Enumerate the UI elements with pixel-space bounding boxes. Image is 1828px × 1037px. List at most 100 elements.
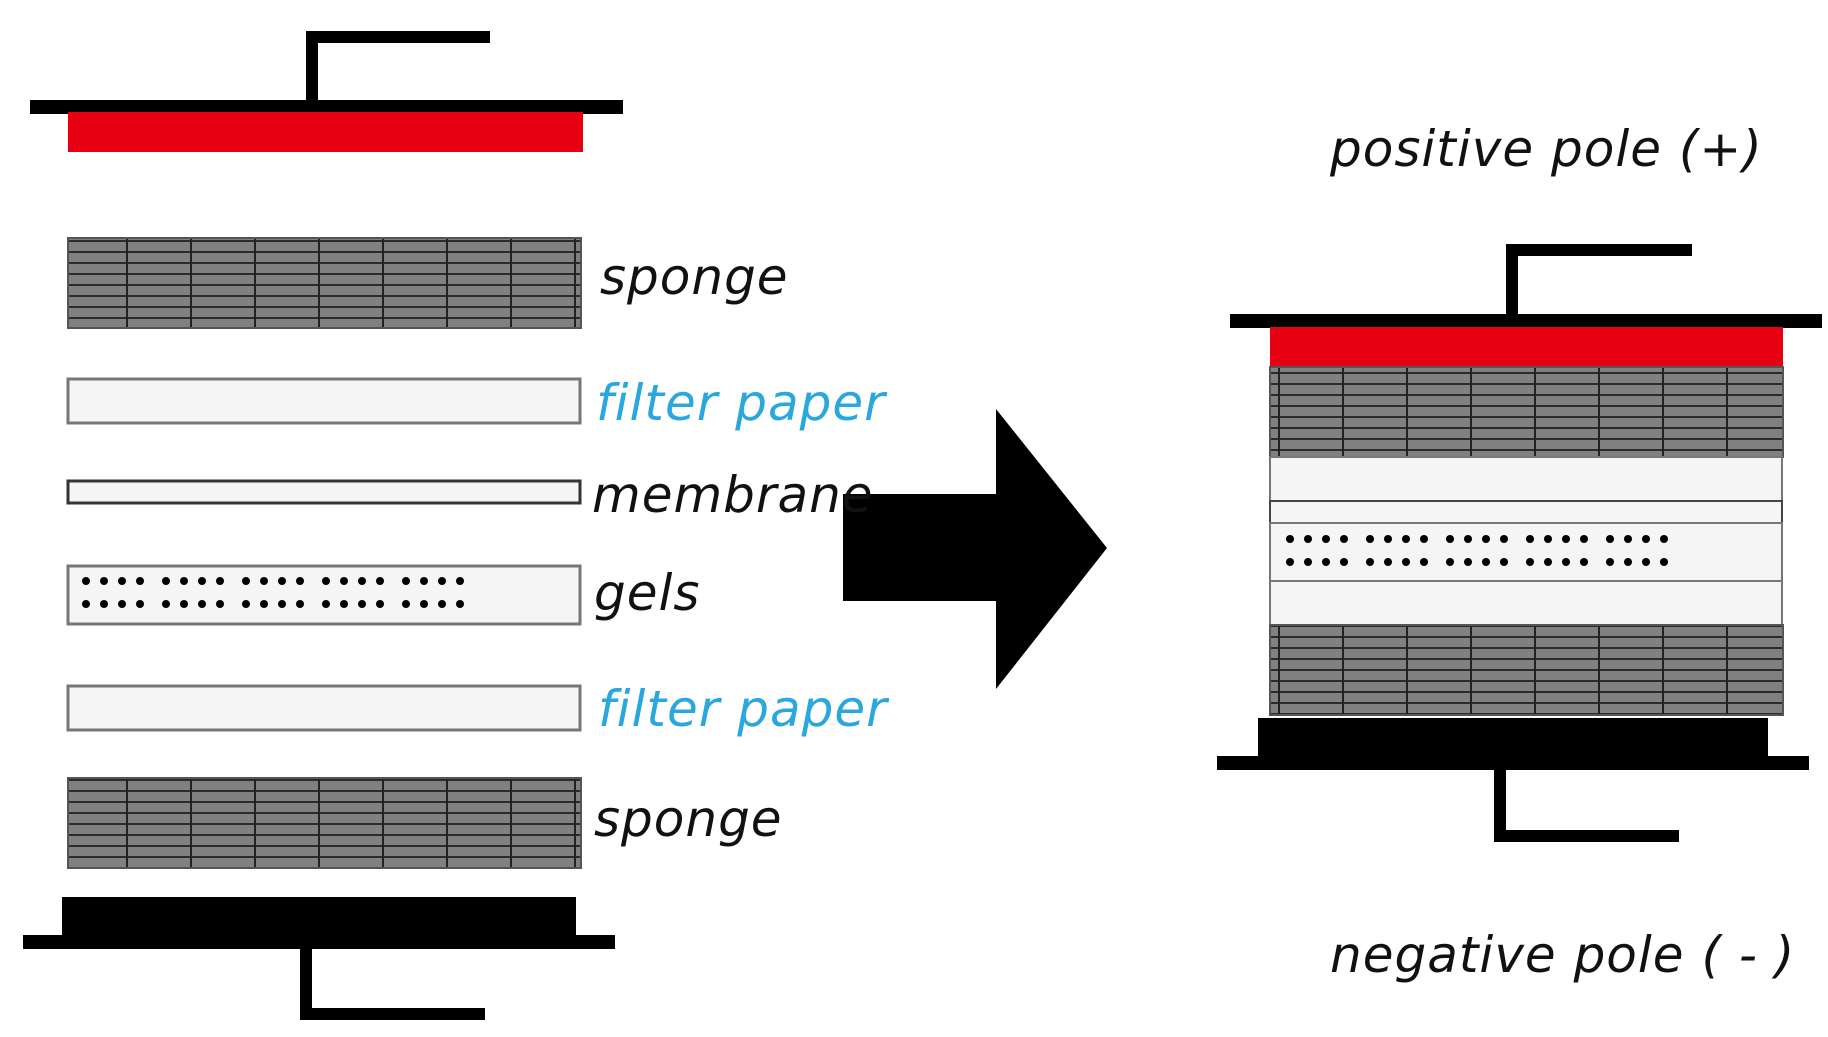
label-negative-pole: negative pole ( - ): [1330, 926, 1796, 984]
assembled-negative-electrode-black: [1258, 718, 1768, 760]
label-filter-paper-bottom: filter paper: [598, 680, 888, 738]
label-positive-pole: positive pole (+): [1330, 120, 1763, 178]
gel-well-dot: [296, 600, 304, 608]
sponge-top-layer: [67, 237, 582, 329]
gel-well-dot: [198, 577, 206, 585]
gel-well-dot: [162, 600, 170, 608]
gel-well-dot: [376, 577, 384, 585]
gel-well-dot: [1304, 558, 1312, 566]
label-gels: gels: [594, 564, 701, 622]
gel-well-dot: [1580, 535, 1588, 543]
gel-well-dot: [180, 577, 188, 585]
gel-well-dot: [322, 600, 330, 608]
gel-well-dot: [322, 577, 330, 585]
gel-well-dot: [242, 577, 250, 585]
right-arrow-icon: [843, 409, 1107, 689]
gel-well-dot: [1464, 535, 1472, 543]
label-filter-paper-top: filter paper: [596, 374, 886, 432]
gel-well-dot: [1420, 558, 1428, 566]
gel-well-dot: [376, 600, 384, 608]
sponge-bottom-layer: [67, 777, 582, 869]
gel-well-dot: [1464, 558, 1472, 566]
label-membrane: membrane: [592, 466, 874, 524]
gel-well-dot: [1482, 535, 1490, 543]
assembled-gels: [1269, 522, 1783, 582]
assembled-sponge-top: [1269, 366, 1784, 458]
assembled-negative-plate: [1217, 756, 1809, 770]
gel-well-dot: [1642, 535, 1650, 543]
negative-lead-wire: [300, 947, 485, 1020]
membrane-layer: [66, 479, 582, 505]
gel-well-dot: [1624, 535, 1632, 543]
gel-well-dot: [216, 600, 224, 608]
gel-well-dot: [1482, 558, 1490, 566]
gel-well-dot: [100, 577, 108, 585]
gel-well-dot: [438, 600, 446, 608]
gel-well-dot: [260, 600, 268, 608]
assembled-sponge-bottom: [1269, 624, 1784, 716]
gel-well-dot: [456, 577, 464, 585]
gel-well-dot: [1660, 558, 1668, 566]
gel-well-dot: [278, 577, 286, 585]
gel-well-dot: [260, 577, 268, 585]
gel-well-dot: [1402, 535, 1410, 543]
gel-well-dot: [438, 577, 446, 585]
negative-plate: [23, 935, 615, 949]
gel-well-dot: [118, 600, 126, 608]
gel-wells-left: [82, 577, 464, 608]
gel-well-dot: [340, 600, 348, 608]
gel-well-dot: [1544, 558, 1552, 566]
gel-well-dot: [1446, 535, 1454, 543]
gel-well-dot: [1660, 535, 1668, 543]
assembled-positive-electrode-red: [1270, 327, 1783, 367]
label-sponge-bottom: sponge: [594, 790, 783, 848]
negative-electrode-exploded: [23, 897, 615, 1020]
gel-well-dot: [1624, 558, 1632, 566]
gel-well-dot: [1642, 558, 1650, 566]
gel-well-dot: [1402, 558, 1410, 566]
gel-well-dot: [456, 600, 464, 608]
gel-well-dot: [1322, 535, 1330, 543]
gel-well-dot: [358, 577, 366, 585]
gel-well-dot: [100, 600, 108, 608]
gel-well-dot: [1322, 558, 1330, 566]
gel-well-dot: [1420, 535, 1428, 543]
assembled-membrane: [1269, 500, 1783, 524]
gel-well-dot: [136, 600, 144, 608]
gel-well-dot: [1384, 558, 1392, 566]
gel-well-dot: [358, 600, 366, 608]
positive-lead-wire: [306, 31, 490, 107]
gel-well-dot: [136, 577, 144, 585]
exploded-stack: [23, 31, 623, 1020]
gel-well-dot: [1500, 558, 1508, 566]
assembled-negative-lead-wire: [1494, 768, 1679, 842]
gel-well-dot: [1526, 535, 1534, 543]
label-sponge-top: sponge: [600, 248, 789, 306]
gel-well-dot: [1384, 535, 1392, 543]
gel-well-dot: [82, 600, 90, 608]
negative-electrode-black: [62, 897, 576, 941]
gel-well-dot: [1606, 558, 1614, 566]
assembled-gel-wells: [1286, 535, 1668, 566]
gel-well-dot: [1286, 535, 1294, 543]
gel-well-dot: [1366, 535, 1374, 543]
gel-well-dot: [198, 600, 206, 608]
gel-well-dot: [1606, 535, 1614, 543]
gel-well-dot: [162, 577, 170, 585]
gel-well-dot: [420, 577, 428, 585]
gel-well-dot: [340, 577, 348, 585]
gel-well-dot: [1446, 558, 1454, 566]
positive-electrode-red: [68, 112, 583, 152]
filter-paper-top-layer: [66, 377, 582, 425]
assembled-stack: [1217, 244, 1822, 842]
gel-well-dot: [180, 600, 188, 608]
gel-well-dot: [402, 600, 410, 608]
gel-well-dot: [82, 577, 90, 585]
filter-paper-bottom-layer: [66, 684, 582, 732]
gel-well-dot: [1526, 558, 1534, 566]
gel-well-dot: [1340, 558, 1348, 566]
gel-well-dot: [402, 577, 410, 585]
gel-well-dot: [296, 577, 304, 585]
gel-well-dot: [1544, 535, 1552, 543]
gel-well-dot: [1500, 535, 1508, 543]
